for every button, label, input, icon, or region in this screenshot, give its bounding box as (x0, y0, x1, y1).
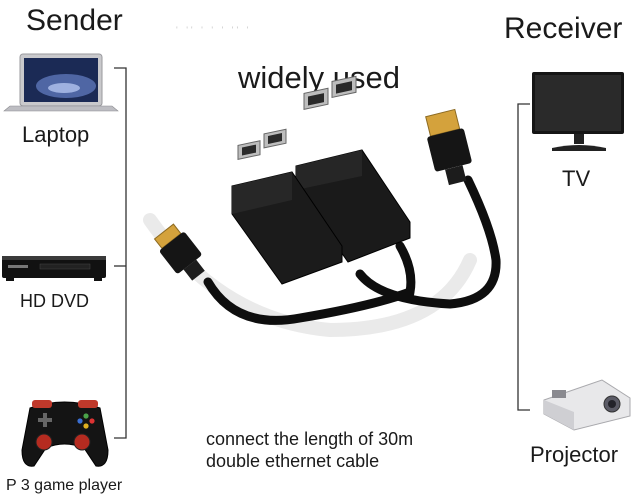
extender-sender-box (231, 128, 343, 285)
game-player-label: P 3 game player (6, 477, 123, 494)
receiver-title: Receiver (504, 12, 623, 45)
hdmi-plug-left-icon (153, 223, 205, 281)
headline: widely used (238, 60, 400, 95)
caption-line-1: connect the length of 30m (206, 429, 414, 449)
tv-label: TV (562, 166, 591, 191)
faint-watermark-text: ' '' ' ' ' '' ' (176, 25, 252, 35)
cable-caption: connect the length of 30m double etherne… (206, 428, 413, 472)
receiver-bracket (517, 103, 530, 411)
projector-icon (543, 379, 631, 431)
hdmi-cables (203, 175, 501, 325)
extender-receiver-box (295, 75, 411, 263)
gamepad-icon (21, 400, 109, 467)
sender-title: Sender (26, 4, 123, 37)
hd-dvd-label: HD DVD (20, 291, 90, 311)
monitor-icon (532, 72, 624, 151)
dvd-player-icon (2, 256, 106, 281)
caption-line-2: double ethernet cable (206, 451, 380, 471)
laptop-label: Laptop (22, 122, 90, 147)
laptop-icon (3, 53, 119, 112)
sender-bracket (114, 67, 127, 439)
projector-label: Projector (530, 442, 619, 467)
hdmi-plug-right-icon (425, 108, 472, 186)
